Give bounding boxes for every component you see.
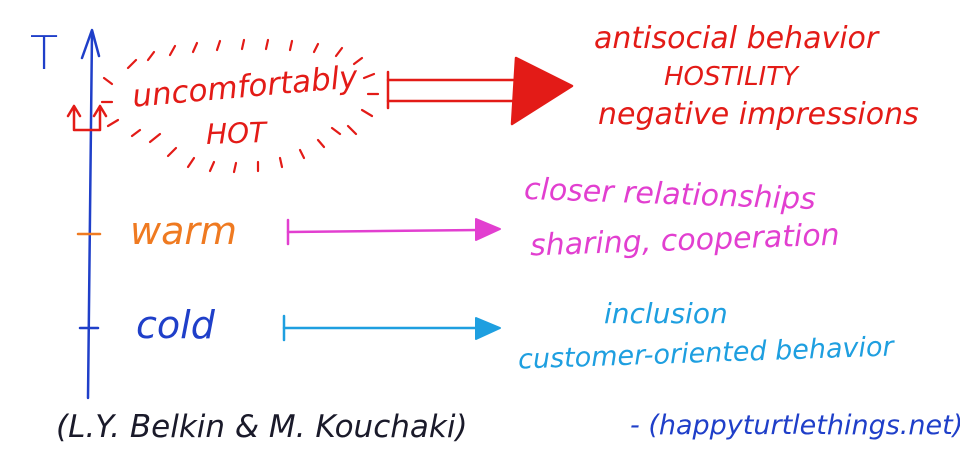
hot-outcome-3: negative impressions [598,97,919,132]
hot-bracket [66,104,108,132]
hot-label-line2: HOT [205,115,267,152]
credit: - (happyturtlethings.net) [630,410,960,441]
citation: (L.Y. Belkin & M. Kouchaki) [56,409,468,445]
heat-dashes [100,38,380,174]
warm-label: warm [130,209,238,253]
axis-label: T [30,26,59,80]
cold-label: cold [136,303,215,347]
temperature-axis [86,30,94,400]
hot-outcome-2: HOSTILITY [664,62,798,92]
cold-outcome-1: inclusion [604,297,728,330]
hot-outcome-1: antisocial behavior [594,21,879,56]
warm-arrow [286,218,501,246]
axis-arrowhead [80,28,101,60]
hot-arrow [386,56,574,126]
cold-arrow [282,314,501,342]
